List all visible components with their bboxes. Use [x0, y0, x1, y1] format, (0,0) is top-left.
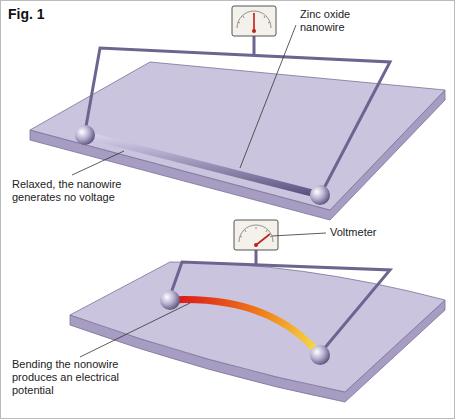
bent-substrate [70, 262, 445, 402]
electrode [310, 345, 330, 365]
electrode [160, 290, 180, 310]
electrode [75, 125, 95, 145]
circuit-wire [170, 262, 390, 350]
bent-nanowire [170, 300, 320, 355]
voltmeter-symbol [234, 220, 278, 250]
part-label: Bending the nonowire produces an electri… [12, 358, 137, 397]
part-label: Voltmeter [330, 226, 410, 239]
figure-title: Fig. 1 [8, 6, 45, 22]
leader-line [80, 303, 190, 357]
meter-stem [255, 250, 258, 265]
part-label: Relaxed, the nanowire generates no volta… [12, 178, 132, 204]
voltmeter-symbol [232, 6, 276, 36]
meter-stem [253, 36, 256, 55]
leader-line [272, 233, 326, 236]
leader-line [240, 25, 296, 168]
electrode [310, 185, 330, 205]
part-label: Zinc oxide nanowire [300, 8, 390, 34]
leader-line [72, 151, 124, 175]
